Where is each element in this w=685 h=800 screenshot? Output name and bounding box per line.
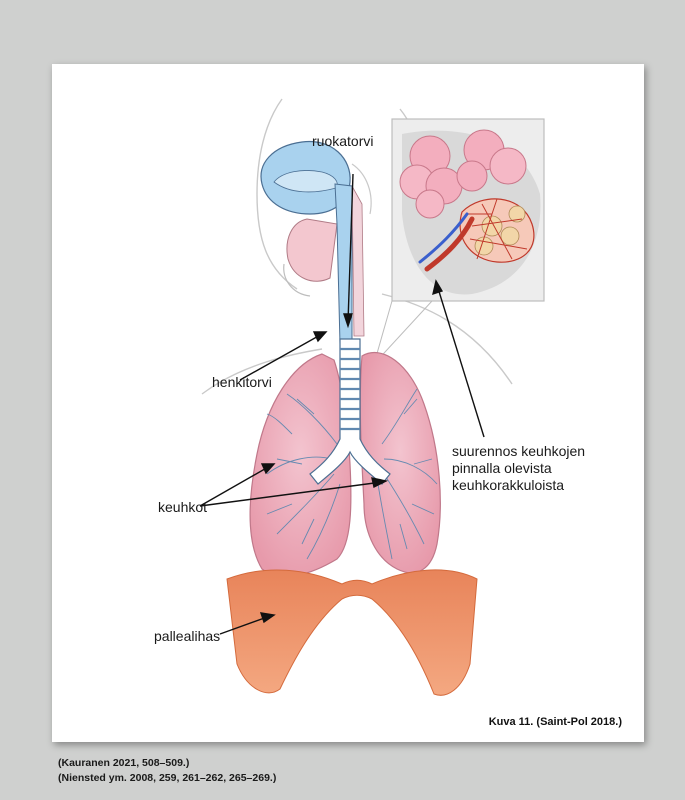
diaphragm	[227, 570, 477, 695]
label-alveoli-line3: keuhkorakkuloista	[452, 477, 564, 493]
label-trachea: henkitorvi	[212, 374, 272, 390]
lungs-group	[250, 339, 440, 576]
label-alveoli-line1: suurennos keuhkojen	[452, 443, 585, 459]
alveoli-inset	[392, 119, 544, 301]
label-esophagus: ruokatorvi	[312, 133, 373, 149]
head-airways	[261, 142, 371, 344]
label-lungs: keuhkot	[158, 499, 207, 515]
figure-card: ruokatorvi henkitorvi keuhkot pallealiha…	[52, 64, 644, 742]
reference-line: (Niensted ym. 2008, 259, 261–262, 265–26…	[58, 771, 276, 786]
label-alveoli-line2: pinnalla olevista	[452, 460, 552, 476]
references: (Kauranen 2021, 508–509.) (Niensted ym. …	[58, 756, 276, 786]
respiratory-system-diagram: ruokatorvi henkitorvi keuhkot pallealiha…	[52, 64, 644, 742]
reference-line: (Kauranen 2021, 508–509.)	[58, 756, 276, 771]
figure-caption: Kuva 11. (Saint-Pol 2018.)	[489, 716, 622, 728]
label-diaphragm: pallealihas	[154, 628, 220, 644]
